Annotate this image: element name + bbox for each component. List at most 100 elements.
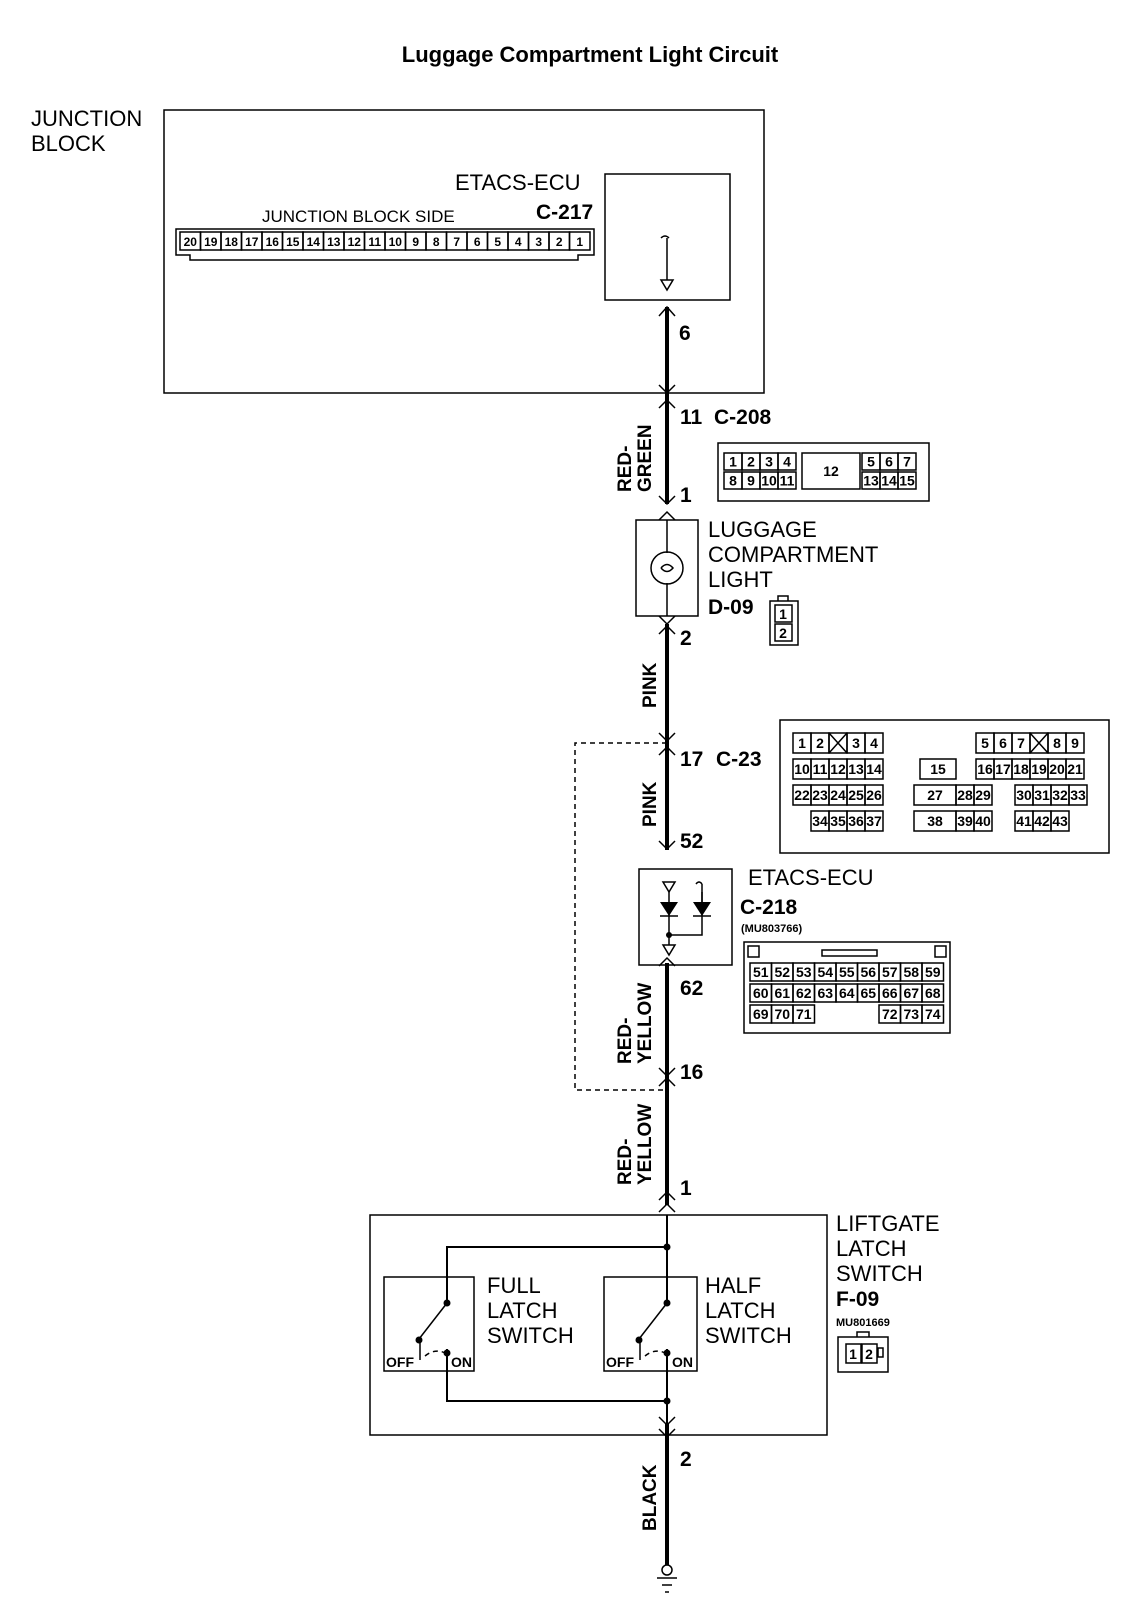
svg-text:1: 1 [798,735,806,751]
c218-pin-61: 61 [770,983,794,1003]
c208-pin-2: 2 [741,452,761,471]
svg-text:17: 17 [245,235,259,249]
svg-text:22: 22 [794,787,810,803]
svg-text:65: 65 [860,985,876,1001]
c218-pin-60: 60 [749,983,773,1003]
svg-text:12: 12 [348,235,362,249]
connector-c23-label: C-23 [716,748,762,771]
full-latch-label-1: FULL [487,1273,541,1298]
junction-block-side-label: JUNCTION BLOCK SIDE [262,207,455,226]
c218-pin-56: 56 [856,962,880,982]
svg-text:23: 23 [812,787,828,803]
svg-text:58: 58 [903,964,919,980]
light-label-3: LIGHT [708,567,773,592]
connector-c217-label: C-217 [536,201,593,224]
connector-c218-label: C-218 [740,896,798,919]
svg-text:20: 20 [184,235,198,249]
c217-pin-5: 5 [486,231,509,251]
svg-text:52: 52 [774,964,790,980]
svg-text:1: 1 [576,235,583,249]
svg-text:GREEN: GREEN [635,424,656,492]
svg-text:41: 41 [1016,813,1032,829]
c218-pin-52: 52 [770,962,794,982]
svg-text:43: 43 [1052,813,1068,829]
svg-text:YELLOW: YELLOW [635,983,656,1064]
c218-pin-57: 57 [878,962,902,982]
c218-pin-63: 63 [813,983,837,1003]
c23-pin-7: 7 [1011,732,1031,754]
c217-pin-15: 15 [281,231,304,251]
svg-text:53: 53 [796,964,812,980]
ecu-input-symbol [659,235,675,292]
svg-text:PINK: PINK [640,662,661,708]
svg-text:74: 74 [925,1006,941,1022]
c218-pin-72: 72 [878,1004,902,1024]
c217-pin-11: 11 [363,231,386,251]
connector-d09: 1 2 [769,595,799,646]
c23-pin-38: 38 [913,810,957,832]
svg-text:16: 16 [266,235,280,249]
svg-text:20: 20 [1049,761,1065,777]
svg-text:29: 29 [975,787,991,803]
c23-pin-19: 19 [1029,758,1049,780]
c217-pin-14: 14 [302,231,325,251]
svg-text:30: 30 [1016,787,1032,803]
svg-text:3: 3 [852,735,860,751]
svg-text:11: 11 [780,473,795,489]
c218-pin-73: 73 [899,1004,923,1024]
svg-text:18: 18 [225,235,239,249]
svg-text:19: 19 [1031,761,1047,777]
svg-text:PINK: PINK [640,781,661,827]
svg-text:1: 1 [729,454,737,470]
c217-pin-9: 9 [404,231,427,251]
c23-pin-9: 9 [1065,732,1085,754]
pin-1-c208: 1 [680,484,692,507]
svg-text:4: 4 [515,235,522,249]
svg-text:36: 36 [848,813,864,829]
part-mu801669: MU801669 [836,1317,890,1329]
svg-text:9: 9 [1071,735,1079,751]
svg-text:13: 13 [863,473,879,489]
svg-text:6: 6 [999,735,1007,751]
svg-text:38: 38 [927,813,943,829]
etacs-ecu-c218-label: ETACS-ECU [748,865,874,890]
c23-pin-10: 10 [792,758,812,780]
junction-block-label-2: BLOCK [31,131,106,156]
svg-text:8: 8 [433,235,440,249]
connector-c208-label: C-208 [714,406,772,429]
c23-pin-1: 1 [792,732,812,754]
svg-text:40: 40 [975,813,991,829]
c218-pin-58: 58 [899,962,923,982]
svg-text:67: 67 [903,985,919,1001]
svg-text:5: 5 [867,454,875,470]
c23-pin-21: 21 [1065,758,1085,780]
c208-pin-6: 6 [879,452,899,471]
liftgate-label-1: LIFTGATE [836,1211,940,1236]
svg-text:19: 19 [204,235,218,249]
c23-pin-37: 37 [864,810,884,832]
svg-text:28: 28 [957,787,973,803]
c217-pin-12: 12 [343,231,366,251]
c23-pin-16: 16 [975,758,995,780]
half-latch-switch: OFF ON [603,1276,698,1372]
svg-text:68: 68 [925,985,941,1001]
c23-pin-42: 42 [1032,810,1052,832]
c23-pin-6: 6 [993,732,1013,754]
svg-text:39: 39 [957,813,973,829]
c23-pin-31: 31 [1032,784,1052,806]
pin-52: 52 [680,830,703,853]
c217-pin-7: 7 [445,231,468,251]
svg-text:62: 62 [796,985,812,1001]
c218-pin-55: 55 [835,962,859,982]
half-latch-on-label: ON [672,1354,693,1370]
svg-text:63: 63 [817,985,833,1001]
c23-pin-17: 17 [993,758,1013,780]
svg-text:21: 21 [1067,761,1083,777]
svg-text:2: 2 [779,625,787,641]
svg-text:15: 15 [930,761,946,777]
c23-pin-15: 15 [919,758,957,780]
svg-text:2: 2 [816,735,824,751]
svg-text:YELLOW: YELLOW [635,1104,656,1185]
